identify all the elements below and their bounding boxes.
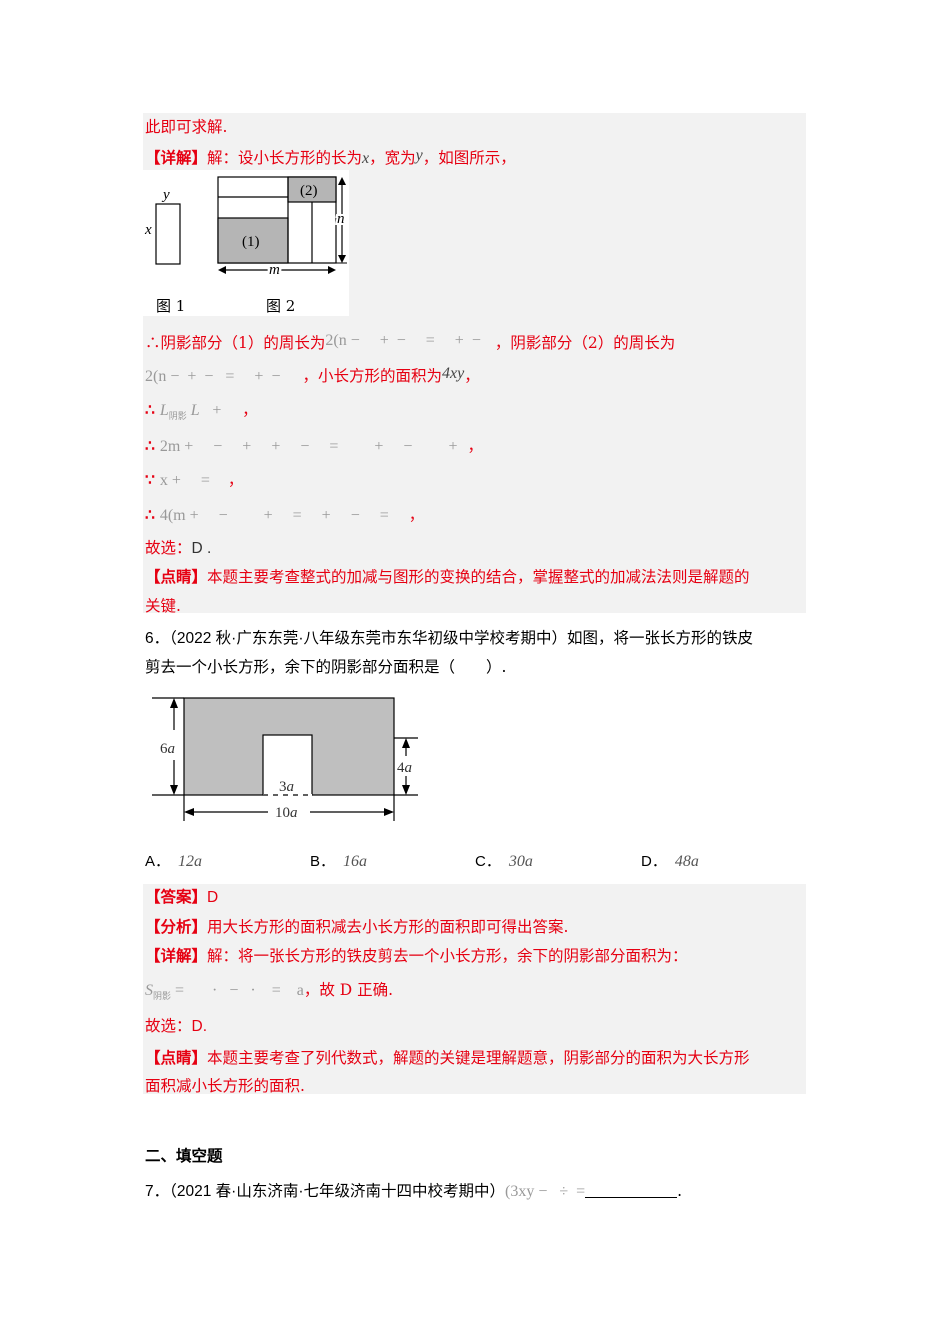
q5-intro-tail: 此即可求解.: [145, 118, 228, 136]
q6-detail: 【详解】解：将一张长方形的铁皮剪去一个小长方形，余下的阴影部分面积为：: [145, 946, 688, 965]
svg-text:10a: 10a: [275, 805, 298, 821]
q7-stem: 7．（2021 春·山东济南·七年级济南十四中校考期中）(3xy − ÷ =.: [145, 1182, 683, 1200]
q5-perimeter-line-2: 2(n − + − = + −，小长方形的面积为4xy，: [145, 365, 480, 385]
option-d[interactable]: D．48a: [641, 853, 699, 870]
q5-comment-1: 【点睛】本题主要考查整式的加减与图形的变换的结合，掌握整式的加减法法则是解题的: [145, 567, 750, 586]
svg-text:4a: 4a: [397, 760, 412, 776]
shaded-rectangle-diagram: 6a 4a 3a 10a: [152, 697, 418, 821]
svg-text:n: n: [337, 211, 345, 227]
q6-comment-1: 【点睛】本题主要考查了列代数式，解题的关键是理解题意，阴影部分的面积为大长方形: [145, 1048, 750, 1067]
q5-comment-2: 关键.: [145, 597, 181, 615]
q7-source: （2021 春·山东济南·七年级济南十四中校考期中）: [169, 1183, 505, 1200]
q6-options: A．12a B．16a C．30a D．48a: [145, 850, 805, 870]
q5-detail-line: 【详解】解：设小长方形的长为x，宽为y，如图所示，: [145, 147, 516, 167]
q5-perimeter-line-1: ∴阴影部分（1）的周长为2(n − + − = + −，阴影部分（2）的周长为: [145, 332, 676, 352]
option-c[interactable]: C．30a: [475, 853, 533, 870]
svg-text:m: m: [269, 262, 280, 278]
q6-choose: 故选：D.: [145, 1017, 208, 1035]
option-b[interactable]: B．16a: [310, 853, 368, 870]
q6-source: （2022 秋·广东东莞·八年级东莞市东华初级中学校考期中）: [169, 630, 567, 647]
q5-therefore-1: ∴ L阴影 L + ，: [145, 400, 258, 422]
fig1-label: 图 1: [156, 297, 185, 315]
rectangle-diagram: y x (1) (2) n m: [144, 176, 347, 315]
q5-therefore-3: ∴ 4(m + − + = + − =，: [145, 505, 425, 524]
q6-stem-line-2: 剪去一个小长方形，余下的阴影部分面积是（ ）.: [145, 658, 507, 676]
q6-analysis: 【分析】用大长方形的面积减去小长方形的面积即可得出答案.: [145, 917, 569, 936]
svg-text:6a: 6a: [160, 741, 175, 757]
section-title-fill-blank: 二、填空题: [145, 1148, 223, 1165]
q6-solution-box: [143, 884, 806, 1094]
svg-text:(1): (1): [242, 234, 260, 250]
svg-text:3a: 3a: [279, 779, 294, 795]
q6-comment-2: 面积减小长方形的面积.: [145, 1077, 305, 1095]
svg-text:(2): (2): [300, 183, 318, 199]
fig2-label: 图 2: [266, 297, 295, 315]
option-a[interactable]: A．12a: [145, 853, 203, 870]
q5-figure: y x (1) (2) n m: [143, 170, 349, 316]
q7-number: 7．: [145, 1183, 170, 1200]
q6-figure: 6a 4a 3a 10a: [150, 688, 430, 828]
q6-formula: S阴影 = · − · = a，故 D 正确.: [145, 981, 394, 1002]
svg-text:y: y: [161, 187, 170, 203]
q5-because: ∵ x + =，: [145, 470, 244, 489]
q7-answer-blank[interactable]: [585, 1182, 678, 1198]
q5-choose: 故选：D .: [145, 539, 212, 557]
q6-number: 6．: [145, 630, 170, 647]
svg-text:x: x: [144, 222, 152, 238]
q6-stem-line-1: 6．（2022 秋·广东东莞·八年级东莞市东华初级中学校考期中）如图，将一张长方…: [145, 629, 754, 647]
detail-label: 【详解】: [145, 148, 208, 167]
q5-therefore-2: ∴ 2m + − + + − = + − +，: [145, 436, 483, 455]
q6-answer: 【答案】D: [145, 887, 219, 906]
